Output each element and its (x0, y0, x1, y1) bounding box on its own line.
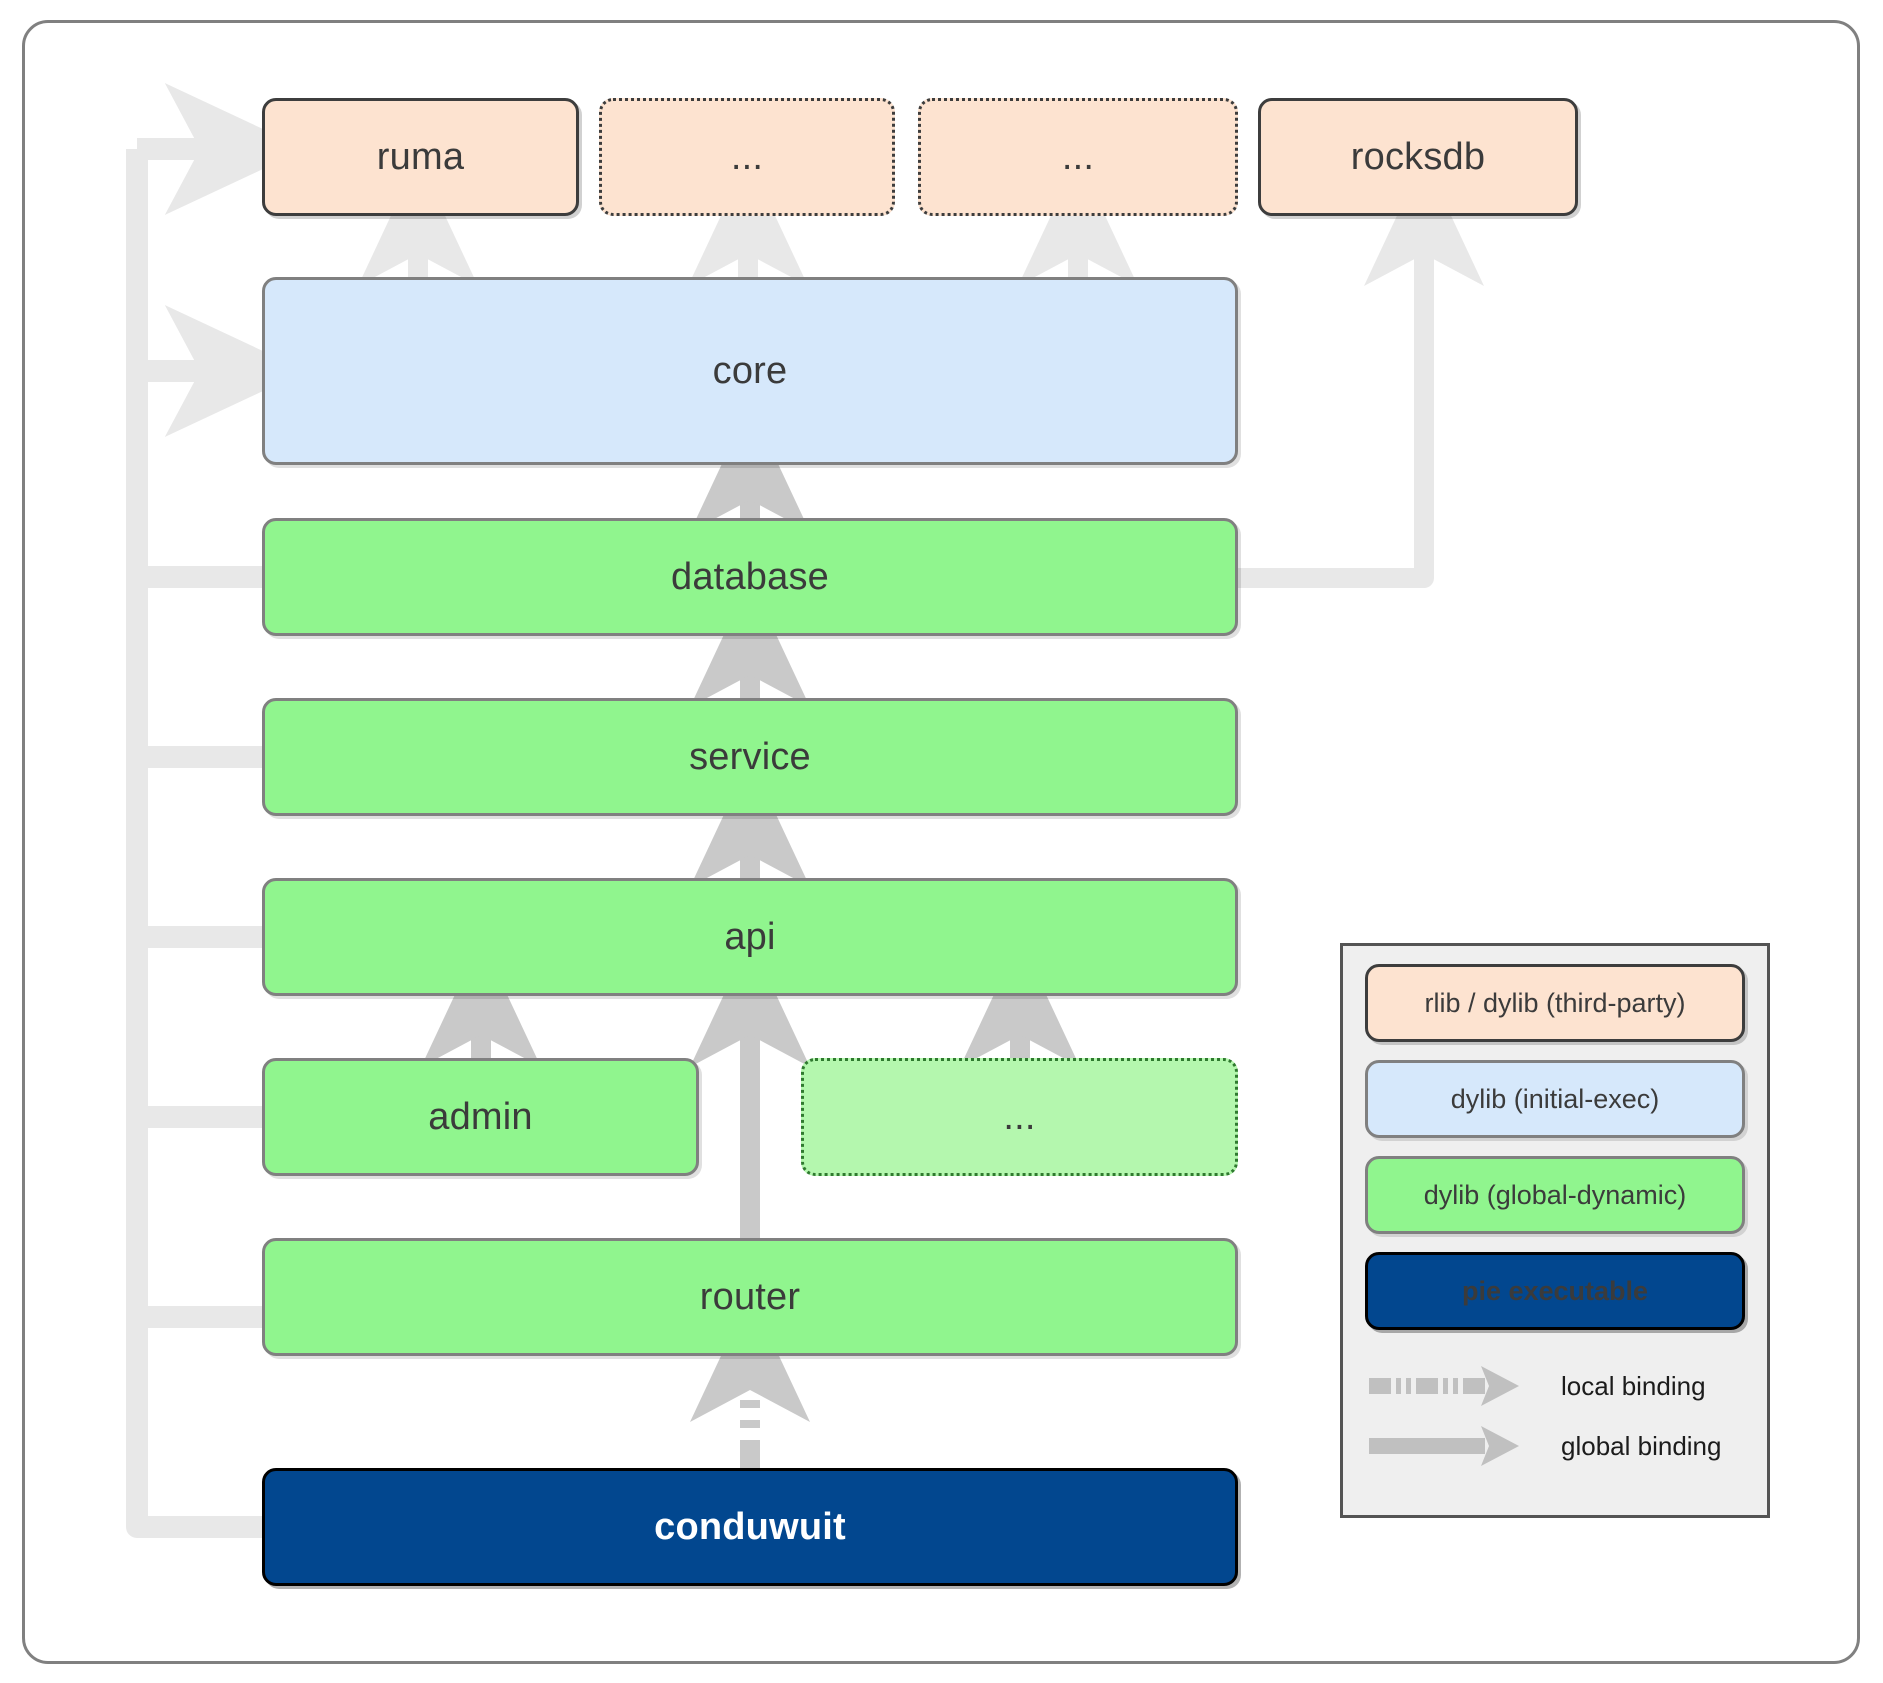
legend-label-global-binding: global binding (1561, 1430, 1722, 1461)
node-label: ... (1003, 1096, 1036, 1138)
legend-label-global-dynamic: dylib (global-dynamic) (1423, 1179, 1687, 1210)
node-thirdparty-ellipsis-2[interactable]: ... (918, 98, 1238, 216)
node-label: router (699, 1276, 801, 1318)
node-label: ruma (376, 136, 465, 178)
legend-swatch-pie-executable: pie executable (1365, 1252, 1745, 1330)
node-label: service (689, 736, 811, 778)
global-binding-arrow-icon (1369, 1426, 1519, 1466)
node-api[interactable]: api (262, 878, 1238, 996)
legend-swatch-initial-exec: dylib (initial-exec) (1365, 1060, 1745, 1138)
node-core[interactable]: core (262, 277, 1238, 465)
node-label: ... (730, 136, 764, 178)
node-label: api (724, 916, 776, 958)
legend-label-pie-executable: pie executable (1461, 1275, 1649, 1306)
node-rocksdb[interactable]: rocksdb (1258, 98, 1578, 216)
node-conduwuit[interactable]: conduwuit (262, 1468, 1238, 1586)
legend-label-rlib: rlib / dylib (third-party) (1424, 987, 1686, 1018)
node-database[interactable]: database (262, 518, 1238, 636)
node-label: ... (1061, 136, 1095, 178)
node-ruma[interactable]: ruma (262, 98, 579, 216)
legend-panel: rlib / dylib (third-party) dylib (initia… (1340, 943, 1770, 1518)
node-service[interactable]: service (262, 698, 1238, 816)
node-label: database (671, 556, 829, 598)
legend-swatch-rlib: rlib / dylib (third-party) (1365, 964, 1745, 1042)
legend-row-global-binding: global binding (1365, 1416, 1745, 1476)
node-admin[interactable]: admin (262, 1058, 699, 1176)
legend-label-initial-exec: dylib (initial-exec) (1450, 1083, 1660, 1114)
legend-swatch-global-dynamic: dylib (global-dynamic) (1365, 1156, 1745, 1234)
node-thirdparty-ellipsis-1[interactable]: ... (599, 98, 895, 216)
node-crate-ellipsis[interactable]: ... (801, 1058, 1238, 1176)
legend-row-local-binding: local binding (1365, 1356, 1745, 1416)
legend-label-local-binding: local binding (1561, 1370, 1706, 1401)
node-label: core (712, 350, 788, 392)
node-label: conduwuit (654, 1506, 846, 1548)
legend-binding-rows: local binding global binding (1365, 1356, 1745, 1476)
node-label: admin (428, 1096, 533, 1138)
node-router[interactable]: router (262, 1238, 1238, 1356)
node-label: rocksdb (1350, 136, 1486, 178)
local-binding-arrow-icon (1369, 1366, 1519, 1406)
